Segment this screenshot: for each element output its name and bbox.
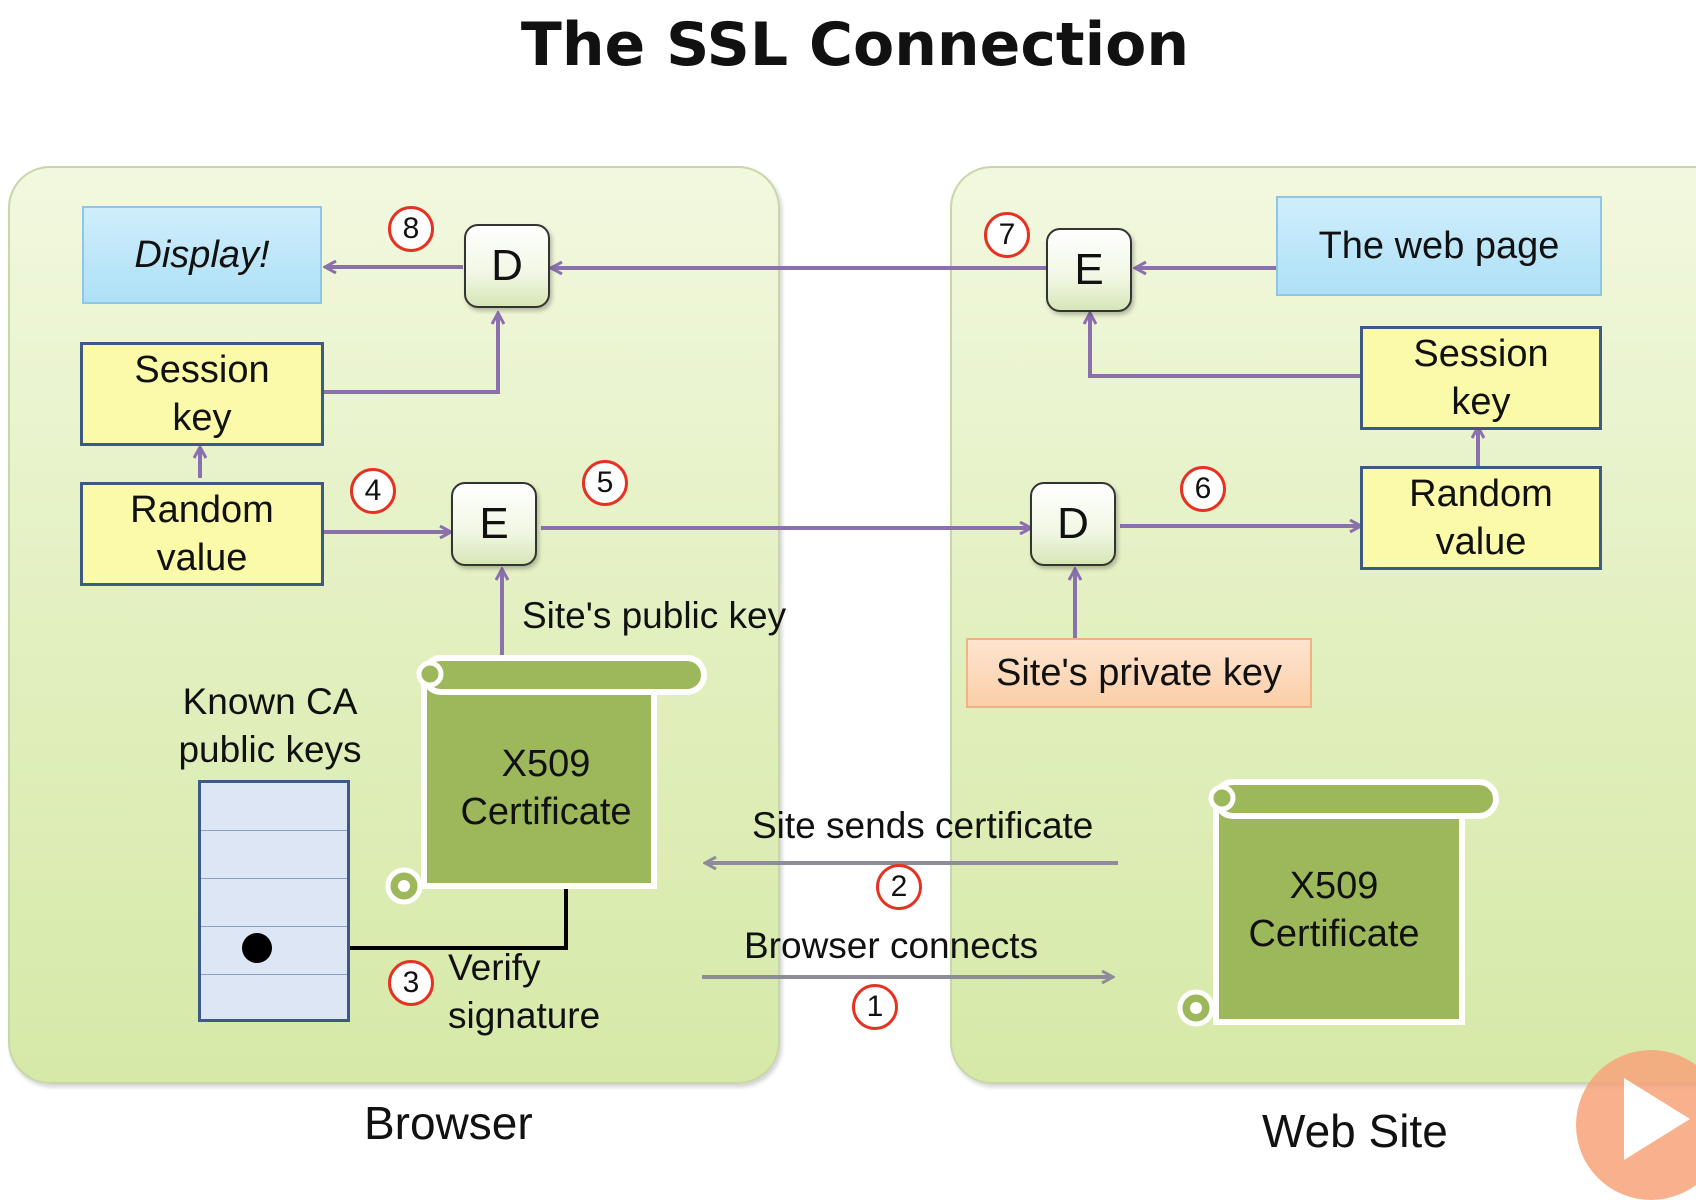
browser-panel: [8, 166, 780, 1084]
web-certificate-label: X509 Certificate: [1248, 865, 1420, 955]
ca-key-dot: [242, 933, 272, 963]
page-title: The SSL Connection: [520, 10, 1190, 80]
ca-key-row: [201, 831, 347, 879]
step-badge-1: 1: [852, 984, 898, 1030]
site-sends-certificate-label: Site sends certificate: [752, 805, 1094, 846]
sites-private-key-box: Site's private key: [966, 638, 1312, 708]
ca-key-row: [201, 927, 347, 975]
web-certificate-scroll: [1177, 779, 1499, 1027]
step-badge-6: 6: [1180, 466, 1226, 512]
browser-encrypt-op: E: [451, 482, 537, 566]
browser-random-value-box: Random value: [80, 482, 324, 586]
web-random-value-box: Random value: [1360, 466, 1602, 570]
web-session-key-box: Session key: [1360, 326, 1602, 430]
web-page-label: The web page: [1318, 225, 1560, 267]
known-ca-table: [198, 780, 350, 1022]
random-value-label: Random value: [130, 489, 274, 579]
decrypt-label: D: [491, 241, 523, 290]
step-badge-8: 8: [388, 206, 434, 252]
web-decrypt-op: D: [1030, 482, 1116, 566]
known-ca-label: Known CA public keys: [178, 681, 362, 770]
arrow-session-key-to-d: [321, 314, 498, 394]
browser-certificate-label: X509 Certificate: [460, 743, 632, 833]
web-random-value-label: Random value: [1409, 473, 1553, 563]
web-encrypt-op: E: [1046, 228, 1132, 312]
step-badge-4: 4: [350, 468, 396, 514]
display-box: Display!: [82, 206, 322, 304]
session-key-label: Session key: [134, 349, 270, 439]
sites-private-key-label: Site's private key: [995, 652, 1283, 694]
step-badge-5: 5: [582, 460, 628, 506]
browser-certificate-scroll: [385, 655, 707, 905]
ca-key-row: [201, 879, 347, 927]
browser-connects-label: Browser connects: [744, 925, 1039, 966]
sites-public-key-label: Site's public key: [522, 595, 787, 636]
play-icon: [1624, 1078, 1690, 1160]
website-panel-label: Web Site: [1262, 1105, 1448, 1157]
browser-panel-label: Browser: [364, 1097, 533, 1149]
verify-signature-label: Verify signature: [448, 947, 601, 1036]
web-page-box: The web page: [1276, 196, 1602, 296]
web-encrypt-label: E: [1074, 245, 1104, 294]
step-badge-3: 3: [388, 960, 434, 1006]
arrow-session-key-to-e: [1090, 314, 1361, 378]
step-badge-7: 7: [984, 212, 1030, 258]
browser-session-key-box: Session key: [80, 342, 324, 446]
ca-key-row: [201, 783, 347, 831]
display-label: Display!: [134, 234, 270, 276]
web-session-key-label: Session key: [1413, 333, 1549, 423]
step-badge-2: 2: [876, 864, 922, 910]
web-decrypt-label: D: [1057, 499, 1089, 548]
browser-decrypt-op: D: [464, 224, 550, 308]
encrypt-label: E: [479, 499, 509, 548]
